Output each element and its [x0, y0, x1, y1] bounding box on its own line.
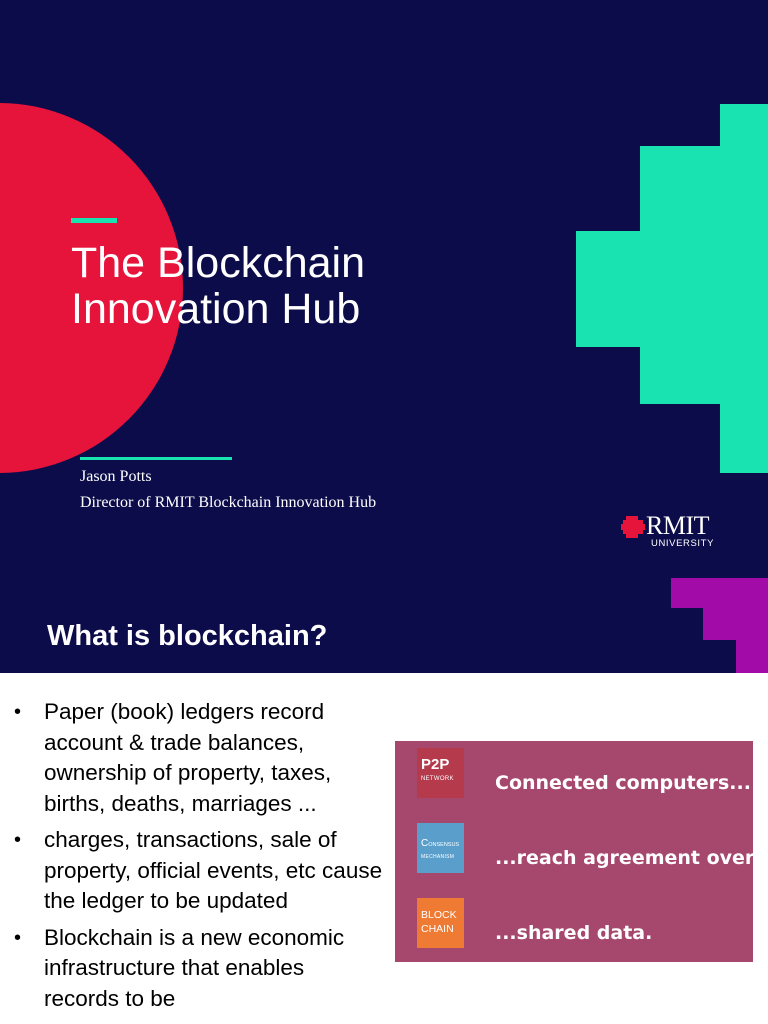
- rmit-university-label: UNIVERSITY: [651, 538, 715, 549]
- diagram-row-p2p: P2P NETWORK Connected computers...: [395, 748, 753, 800]
- blockchain-diagram: P2P NETWORK Connected computers... CONSE…: [395, 741, 753, 962]
- author-divider: [80, 457, 232, 460]
- bullet-glyph: •: [14, 926, 22, 949]
- rmit-pixel-mark-icon: [621, 516, 645, 538]
- badge-title-line-2: CHAIN: [421, 923, 454, 935]
- badge-subtitle: NETWORK: [421, 776, 454, 782]
- rmit-wordmark: RMIT: [646, 511, 710, 540]
- list-item: • charges, transactions, sale of propert…: [14, 825, 384, 917]
- bullet-text: charges, transactions, sale of property,…: [44, 827, 383, 913]
- list-item: • Paper (book) ledgers record account & …: [14, 697, 384, 819]
- badge-title: P2P: [421, 756, 450, 773]
- title-line-1: The Blockchain: [71, 239, 365, 287]
- badge-subtitle: MECHANISM: [421, 854, 455, 860]
- list-item: • Blockchain is a new economic infrastru…: [14, 923, 384, 1015]
- author-name: Jason Potts: [80, 468, 152, 485]
- bullet-text: Blockchain is a new economic infrastruct…: [44, 924, 345, 1011]
- title-slide: The Blockchain Innovation Hub Jason Pott…: [0, 0, 768, 578]
- title-line-2: Innovation Hub: [71, 285, 361, 333]
- title-accent-bar: [71, 218, 117, 223]
- consensus-mechanism-badge: CONSENSUS MECHANISM: [417, 823, 464, 873]
- purple-stair-block: [703, 608, 768, 640]
- badge-title: BLOCK: [421, 909, 457, 921]
- badge-title-rest: ONSENSUS: [428, 842, 460, 848]
- badge-title: CONSENSUS: [421, 838, 459, 849]
- diagram-row-consensus: CONSENSUS MECHANISM ...reach agreement o…: [395, 823, 753, 875]
- bullet-list: • Paper (book) ledgers record account & …: [14, 697, 384, 1020]
- slide2-header: What is blockchain?: [0, 578, 768, 673]
- bullet-glyph: •: [14, 701, 22, 723]
- p2p-network-badge: P2P NETWORK: [417, 748, 464, 798]
- bullet-glyph: •: [14, 829, 22, 851]
- bullet-text: Paper (book) ledgers record account & tr…: [44, 699, 332, 816]
- purple-stair-block: [736, 640, 768, 673]
- diagram-row-blockchain: BLOCK CHAIN ...shared data.: [395, 898, 753, 950]
- block-chain-badge: BLOCK CHAIN: [417, 898, 464, 948]
- badge-title-initial: C: [421, 838, 429, 849]
- diagram-label: Connected computers...: [495, 772, 751, 794]
- diagram-label: ...shared data.: [495, 922, 653, 944]
- diagram-label: ...reach agreement over...: [495, 847, 753, 869]
- author-role: Director of RMIT Blockchain Innovation H…: [80, 494, 377, 511]
- teal-stair-block: [576, 231, 768, 347]
- slide2-title: What is blockchain?: [47, 620, 328, 652]
- purple-stair-block: [671, 578, 768, 608]
- rmit-logo: RMIT UNIVERSITY: [621, 511, 731, 553]
- slide-title: The Blockchain Innovation Hub: [71, 240, 551, 332]
